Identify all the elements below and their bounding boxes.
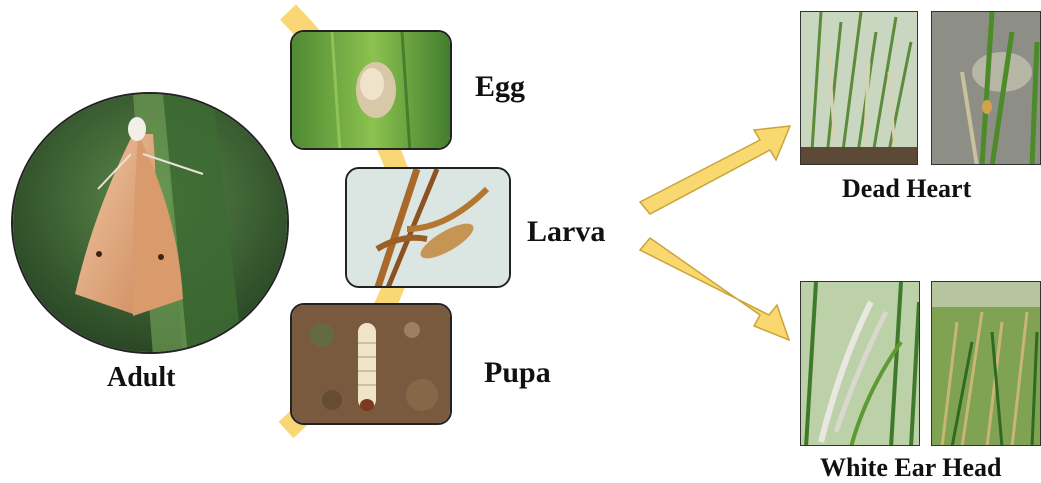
white-ear-head-photo-1 [800, 281, 920, 446]
white-ear-head-label: White Ear Head [820, 453, 1002, 483]
dead-heart-photo-2 [931, 11, 1041, 165]
dead-heart-label: Dead Heart [842, 174, 971, 204]
white-ear-head-photo-2 [931, 281, 1041, 446]
dead-heart-photo-1 [800, 11, 918, 165]
